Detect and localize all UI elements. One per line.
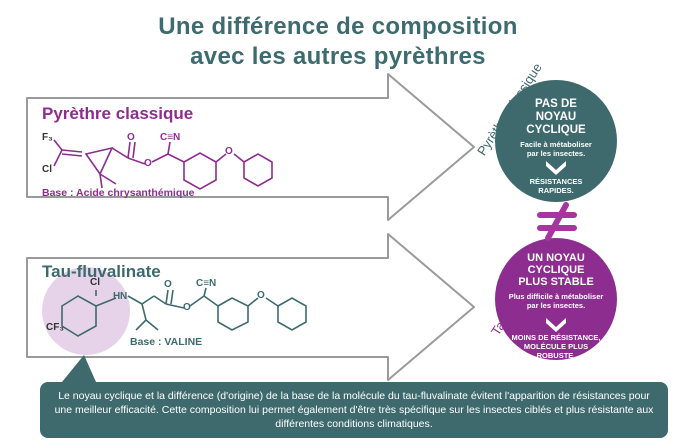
atom-n: N: [120, 291, 128, 302]
explanation-note: Le noyau cyclique et la différence (d'or…: [40, 382, 668, 438]
atom-f3: F₃: [42, 132, 53, 143]
tau-circle: [495, 238, 617, 360]
classic-circle: [495, 80, 617, 202]
atom-o: O: [183, 302, 191, 313]
classic-circle-sub: Facile à métaboliser par les insectes.: [520, 140, 592, 158]
tau-chevron-icon: [546, 318, 566, 332]
title-line-2: avec les autres pyrèthres: [190, 43, 486, 70]
tau-circle-result: MOINS DE RÉSISTANCE, MOLÉCULE PLUS ROBUS…: [511, 333, 601, 360]
atom-o: O: [257, 290, 265, 301]
atom-o: O: [225, 146, 233, 157]
classic-circle-result: RÉSISTANCES RAPIDES.: [529, 177, 583, 195]
atom-cf3: CF₃: [46, 322, 64, 333]
cyclic-ring-highlight: [42, 267, 130, 355]
atom-o: O: [144, 158, 152, 169]
tau-arrow: [26, 233, 475, 381]
atom-o: O: [127, 132, 135, 143]
atom-h: H: [113, 291, 121, 302]
atom-cl: Cl: [90, 277, 100, 288]
explanation-text: Le noyau cyclique et la différence (d'or…: [54, 390, 654, 430]
tau-circle-sub: Plus difficile à métaboliser par les ins…: [508, 292, 604, 310]
classic-circle-head: PAS DE NOYAU CYCLIQUE: [526, 98, 586, 136]
tau-title: Tau-fluvalinate: [42, 262, 161, 281]
atom-cl: Cl: [42, 164, 52, 175]
classic-title: Pyrèthre classique: [42, 104, 194, 123]
classic-chevron-icon: [546, 161, 566, 175]
title-line-1: Une différence de composition: [158, 13, 518, 40]
atom-o: O: [164, 279, 172, 290]
atom-cn: C≡N: [196, 278, 217, 289]
atom-cn: C≡N: [160, 132, 181, 143]
classic-arrow: [26, 73, 475, 221]
classic-molecule: [53, 139, 273, 190]
tau-circle-head: UN NOYAU CYCLIQUE PLUS STABLE: [518, 252, 594, 288]
not-equal-icon: [537, 202, 577, 241]
tau-molecule: [61, 287, 307, 337]
note-pointer: [62, 355, 96, 382]
classic-base: Base : Acide chrysanthémique: [42, 187, 195, 199]
tau-base: Base : VALINE: [130, 336, 203, 348]
